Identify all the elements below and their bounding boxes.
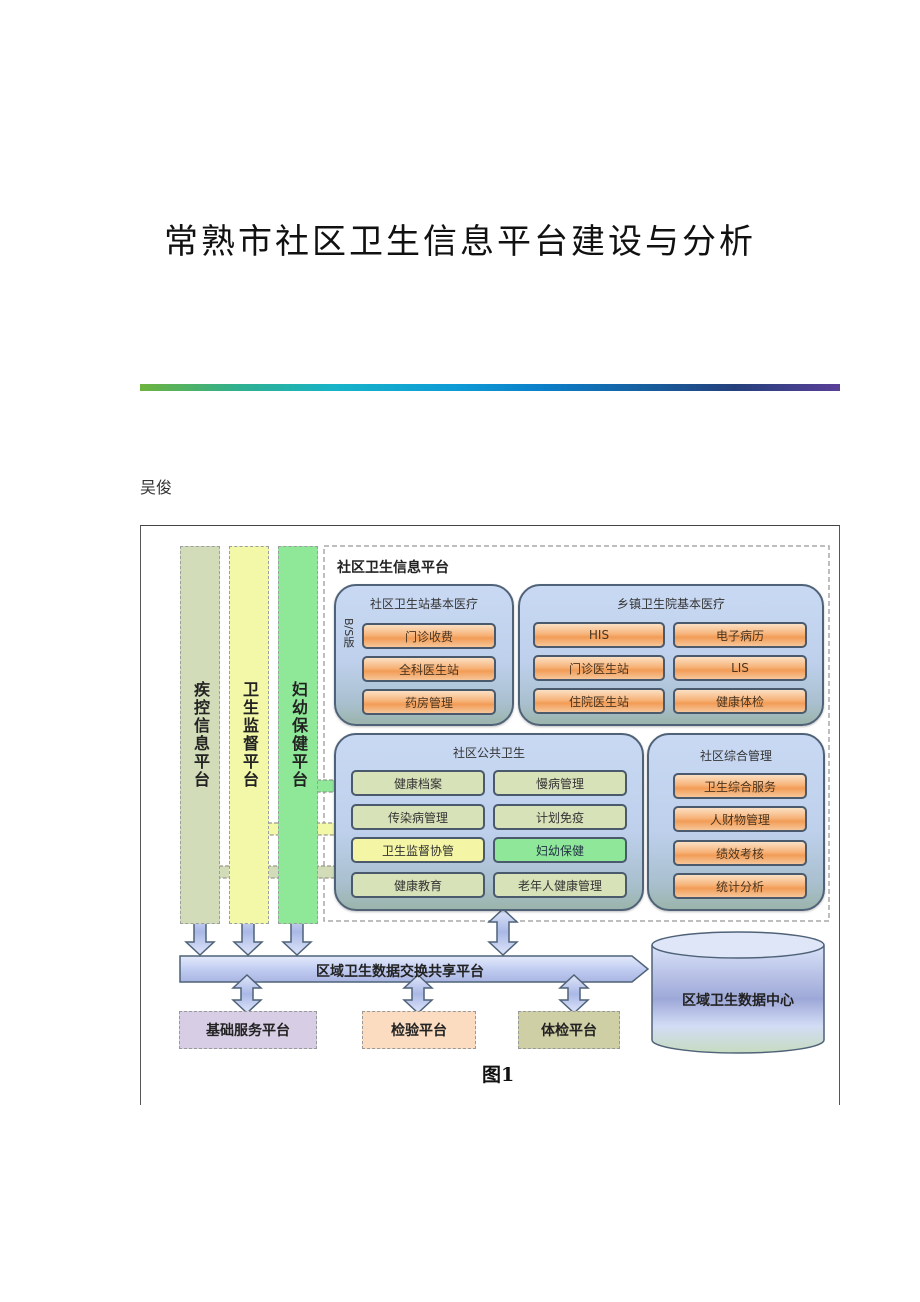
module-chip: 健康教育 xyxy=(351,872,485,898)
group-title: 社区综合管理 xyxy=(699,749,772,763)
module-chip: 慢病管理 xyxy=(493,770,627,796)
module-chip: 人财物管理 xyxy=(673,806,807,832)
module-chip: 绩效考核 xyxy=(673,840,807,866)
platform-panel-border xyxy=(323,545,830,922)
module-chip: 传染病管理 xyxy=(351,804,485,830)
data-center-cylinder xyxy=(651,931,825,1054)
document-title: 常熟市社区卫生信息平台建设与分析 xyxy=(164,222,756,262)
bs-version-label: B/S版 xyxy=(342,618,355,648)
side-platform-label: 妇幼保健平台 xyxy=(289,681,308,789)
module-chip: 妇幼保健 xyxy=(493,837,627,863)
data-center-label: 区域卫生数据中心 xyxy=(682,993,794,1009)
module-chip: 健康档案 xyxy=(351,770,485,796)
platform-panel-title: 社区卫生信息平台 xyxy=(337,560,449,576)
exchange-bar-arrow xyxy=(179,955,650,983)
side-platform-label: 疾控信息平台 xyxy=(191,681,210,789)
module-chip: 药房管理 xyxy=(362,689,496,715)
side-platform-health-supervision: 卫生监督平台 xyxy=(229,546,269,924)
figure-caption: 图1 xyxy=(482,1064,515,1086)
double-arrow-public-health xyxy=(487,907,519,957)
module-chip: 老年人健康管理 xyxy=(493,872,627,898)
author-name: 吴俊 xyxy=(140,478,173,497)
module-chip: 统计分析 xyxy=(673,873,807,899)
module-chip: 门诊医生站 xyxy=(533,655,665,681)
group-title: 乡镇卫生院基本医疗 xyxy=(616,597,725,611)
title-divider xyxy=(140,384,840,391)
module-chip: 住院医生站 xyxy=(533,688,665,714)
module-chip: 门诊收费 xyxy=(362,623,496,649)
module-chip: 卫生监督协管 xyxy=(351,837,485,863)
module-chip: 全科医生站 xyxy=(362,656,496,682)
side-platform-disease-control: 疾控信息平台 xyxy=(180,546,220,924)
module-chip: LIS xyxy=(673,655,807,681)
side-platform-maternal-health: 妇幼保健平台 xyxy=(278,546,318,924)
module-chip: HIS xyxy=(533,622,665,648)
side-platform-label: 卫生监督平台 xyxy=(240,681,259,789)
bottom-platform-laboratory: 检验平台 xyxy=(362,1011,476,1049)
group-title: 社区公共卫生 xyxy=(452,746,525,760)
group-title: 社区卫生站基本医疗 xyxy=(369,597,478,611)
module-chip: 卫生综合服务 xyxy=(673,773,807,799)
exchange-platform-label: 区域卫生数据交换共享平台 xyxy=(316,964,484,980)
module-chip: 计划免疫 xyxy=(493,804,627,830)
module-chip: 电子病历 xyxy=(673,622,807,648)
bottom-platform-basic-service: 基础服务平台 xyxy=(179,1011,317,1049)
bottom-platform-physical-exam: 体检平台 xyxy=(518,1011,620,1049)
module-chip: 健康体检 xyxy=(673,688,807,714)
